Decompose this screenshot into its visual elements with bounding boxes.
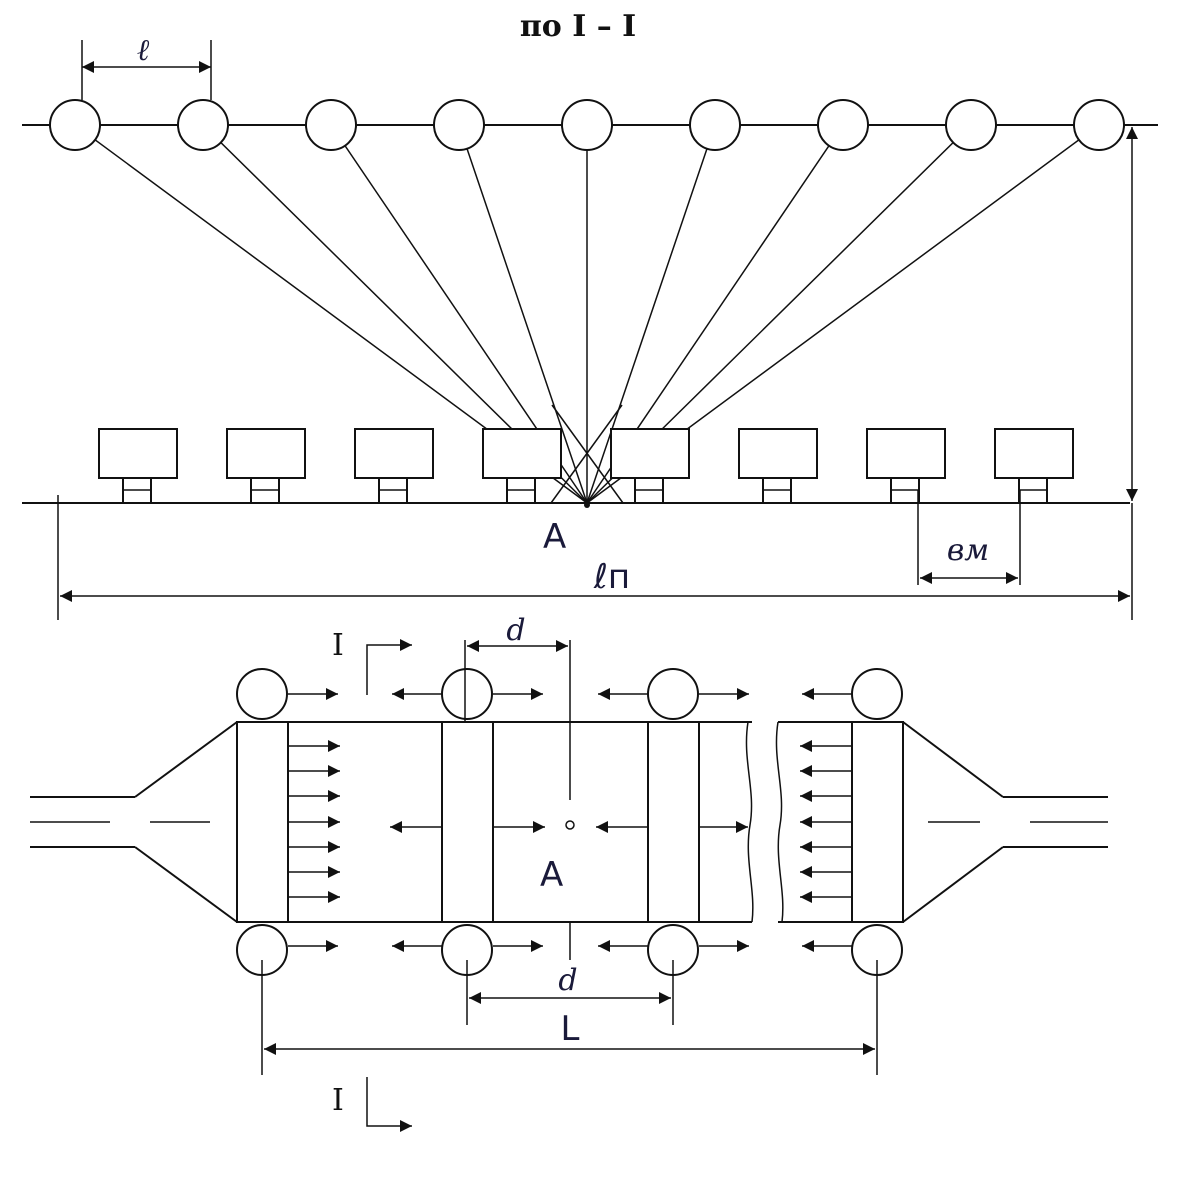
- span-length-label: ℓп: [593, 557, 630, 597]
- length-label: L: [561, 1009, 580, 1049]
- plan-pole: [851, 668, 903, 720]
- offset-label-bottom: d: [558, 963, 577, 998]
- base-unit: [226, 428, 306, 504]
- base-unit: [610, 428, 690, 504]
- point-a-label: A: [543, 517, 566, 557]
- elevation-view: A ℓ ℓп вм: [22, 33, 1158, 620]
- luminaire: [305, 99, 357, 151]
- vertical-strips: [236, 721, 904, 923]
- strip: [236, 721, 289, 923]
- inlet-duct-right: [902, 721, 1108, 923]
- section-arrow-bottom: [366, 1077, 412, 1132]
- base-units: [98, 428, 1074, 504]
- strip: [441, 721, 494, 923]
- plan-bottom-poles: [236, 924, 903, 976]
- inlet-duct-left: [30, 721, 238, 923]
- base-unit: [994, 428, 1074, 504]
- flow-arrows-right: [800, 740, 852, 903]
- point-a-marker: [584, 502, 590, 508]
- plan-view: I I: [30, 613, 1108, 1132]
- luminaire: [561, 99, 613, 151]
- luminaire: [945, 99, 997, 151]
- strip: [647, 721, 700, 923]
- plan-pole: [441, 668, 493, 720]
- plan-pole: [236, 668, 288, 720]
- plan-top-poles: [236, 668, 903, 720]
- section-mark-bottom: I: [332, 1083, 344, 1118]
- luminaire: [433, 99, 485, 151]
- luminaire: [49, 99, 101, 151]
- luminaire-row: [49, 99, 1125, 151]
- mast-spacing-label: вм: [947, 533, 989, 568]
- point-a-plan-label: A: [540, 855, 563, 895]
- section-mark-top: I: [332, 628, 344, 663]
- flow-arrows-left: [288, 740, 340, 903]
- strip: [851, 721, 904, 923]
- base-unit: [354, 428, 434, 504]
- base-unit: [866, 428, 946, 504]
- section-arrow-top: [366, 639, 412, 695]
- base-unit: [482, 428, 562, 504]
- base-unit: [738, 428, 818, 504]
- pole-spacing-label: ℓ: [137, 33, 150, 68]
- luminaire: [817, 99, 869, 151]
- point-a-plan-marker: [565, 820, 575, 830]
- luminaire: [689, 99, 741, 151]
- break-line-right: [775, 721, 784, 923]
- plan-pole: [647, 668, 699, 720]
- base-unit: [98, 428, 178, 504]
- luminaire: [177, 99, 229, 151]
- section-title: по I – I: [520, 9, 636, 44]
- luminaire: [1073, 99, 1125, 151]
- offset-label-top: d: [506, 613, 525, 648]
- break-line-left: [745, 721, 754, 923]
